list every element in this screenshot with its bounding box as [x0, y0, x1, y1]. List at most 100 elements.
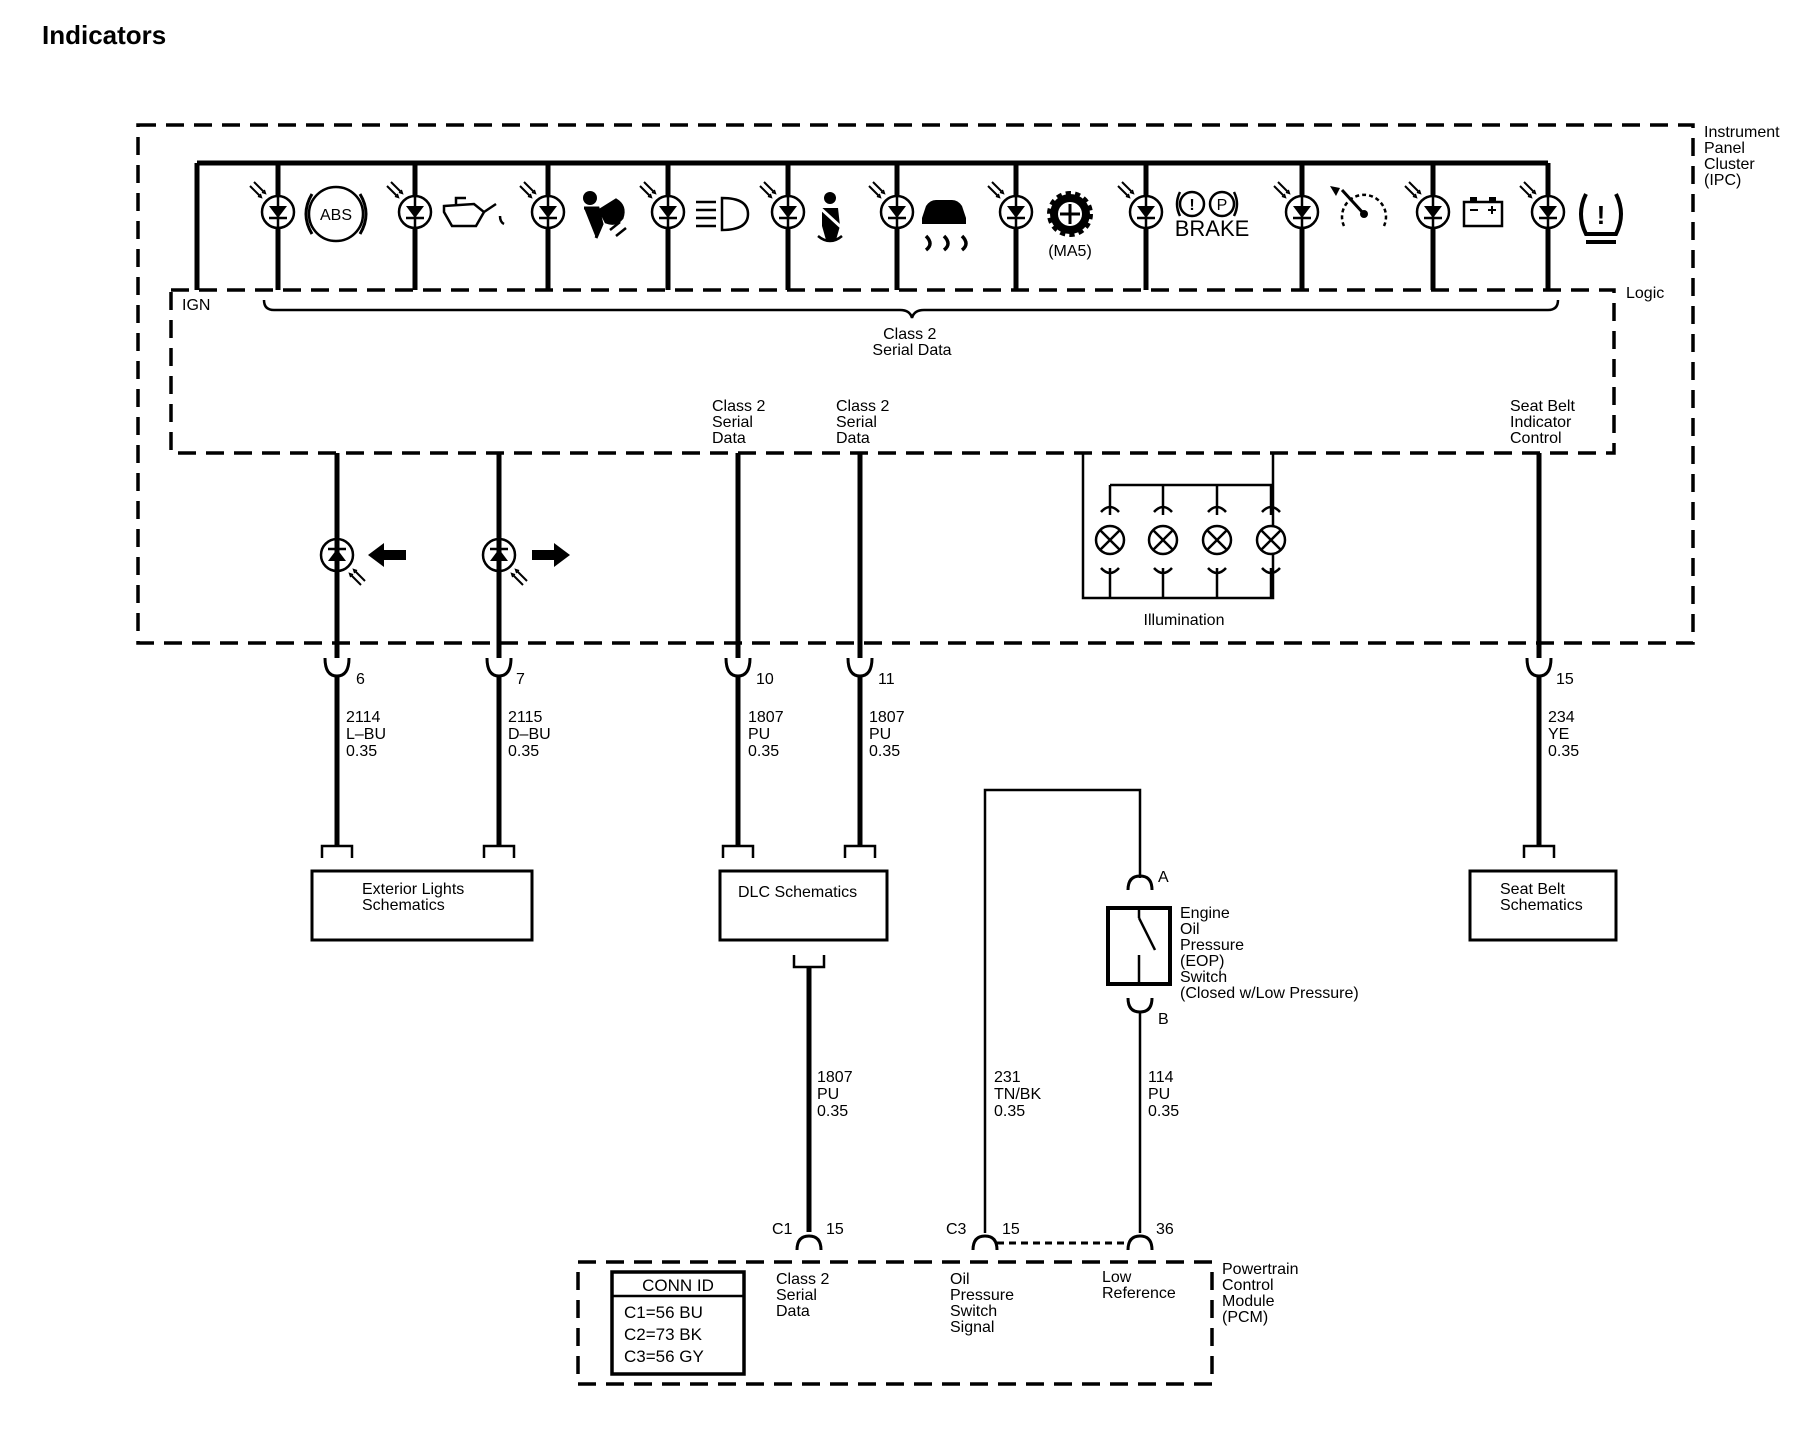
pcm-low-ref-line: Low [1102, 1269, 1132, 1286]
led-icon [248, 180, 296, 230]
seatbelt-control-line: Seat Belt [1510, 398, 1575, 415]
serial-out-b-line: Serial [836, 414, 877, 431]
bulb-icon [1147, 505, 1179, 575]
serial-out-a-line: Serial [712, 414, 753, 431]
connector-jack-icon [1126, 997, 1154, 1014]
eop-switch: A B Engine Oil Pressure (EOP) Switch (Cl… [1106, 869, 1359, 1028]
switch-contact [1137, 917, 1157, 951]
indicator-oil [385, 163, 505, 290]
pcm-serial-line: Class 2 [776, 1271, 829, 1288]
led-icon [986, 180, 1034, 230]
gear-icon: (MA5) [1047, 191, 1093, 260]
eop-label-line: Oil [1180, 921, 1200, 938]
turn-left-indicator [319, 537, 406, 587]
eop-label-line: Switch [1180, 969, 1227, 986]
dlc-label: DLC Schematics [738, 884, 857, 901]
circuit-number: 114 [1148, 1069, 1174, 1086]
circuit-label-pin-15: 15 234 YE 0.35 [1548, 671, 1579, 760]
circuit-number: 1807 [869, 709, 905, 726]
pcm-connector-c3: C3 15 [946, 1221, 1020, 1251]
oil-can-icon [442, 196, 505, 228]
terminal-icon [320, 844, 354, 858]
pcm-low-ref-label: Low Reference [1102, 1269, 1176, 1302]
airbag-icon [583, 191, 627, 239]
seat-belt-box: Seat Belt Schematics [1468, 869, 1618, 942]
indicator-seatbelt [758, 163, 844, 290]
indicator-headlamp [638, 163, 750, 290]
traction-control-icon [922, 200, 968, 252]
ipc-label: Instrument Panel Cluster (IPC) [1704, 124, 1784, 189]
circuit-size: 0.35 [748, 743, 779, 760]
circuit-size: 0.35 [508, 743, 539, 760]
conn-id: C3 [946, 1221, 967, 1238]
left-arrow-icon [368, 543, 406, 567]
led-icon [319, 537, 367, 587]
headlamp-icon [696, 196, 750, 232]
serial-bus-label: Class 2 Serial Data [872, 326, 951, 359]
led-icon [638, 180, 686, 230]
terminal-icon [482, 844, 516, 858]
circuit-size: 0.35 [994, 1103, 1025, 1120]
circuit-size: 0.35 [1148, 1103, 1179, 1120]
circuit-label-pin-10: 10 1807 PU 0.35 [748, 671, 784, 760]
led-icon [867, 180, 915, 230]
brake-icon: ! P BRAKE [1175, 190, 1249, 241]
eop-label-line: Engine [1180, 905, 1230, 922]
connector-jack-icon [485, 656, 513, 678]
circuit-number: 234 [1548, 709, 1575, 726]
circuit-color: L–BU [346, 726, 386, 743]
connector-jack-icon [846, 656, 874, 678]
led-icon [1272, 180, 1320, 230]
connector-jack-icon [724, 656, 752, 678]
lower-circuit-231: 231 TN/BK 0.35 [994, 1069, 1041, 1120]
ipc-label-line: Instrument [1704, 124, 1780, 141]
circuit-size: 0.35 [346, 743, 377, 760]
pin-number: 15 [1002, 1221, 1020, 1238]
bulb-icon [1255, 505, 1287, 575]
conn-id: C1 [772, 1221, 793, 1238]
circuit-color: D–BU [508, 726, 551, 743]
illumination-group: Illumination [1081, 453, 1287, 629]
dlc-box: DLC Schematics [718, 869, 889, 942]
brake-p: P [1217, 197, 1228, 214]
connector-jack-icon [1126, 874, 1154, 891]
seat-belt-line: Schematics [1500, 897, 1583, 914]
indicator-tire-pressure: ! [1518, 163, 1623, 290]
circuit-number: 2115 [508, 709, 543, 726]
indicator-brake: ! P BRAKE [1116, 163, 1249, 290]
conn-id-title: CONN ID [642, 1276, 714, 1295]
right-arrow-icon [532, 543, 570, 567]
serial-out-b-line: Class 2 [836, 398, 889, 415]
pcm-serial-line: Serial [776, 1287, 817, 1304]
connector-jack-icon [1525, 656, 1553, 678]
pcm-label-line: Powertrain [1222, 1261, 1298, 1278]
terminal-icon [792, 955, 826, 969]
indicator-abs: ABS [248, 163, 368, 290]
terminal-icon [843, 844, 877, 858]
serial-out-a-label: Class 2 Serial Data [712, 398, 770, 447]
connector-jack-icon [323, 656, 351, 678]
pcm-oil-line: Oil [950, 1271, 970, 1288]
exterior-lights-line: Exterior Lights [362, 881, 464, 898]
battery-icon [1462, 197, 1504, 228]
led-icon [518, 180, 566, 230]
pin-number: 15 [1556, 671, 1574, 688]
seatbelt-icon [816, 192, 844, 243]
pcm-serial-label: Class 2 Serial Data [776, 1271, 834, 1320]
circuit-color: PU [869, 726, 891, 743]
brake-exclaim: ! [1189, 197, 1194, 214]
serial-out-b-label: Class 2 Serial Data [836, 398, 894, 447]
pcm-label: Powertrain Control Module (PCM) [1222, 1261, 1298, 1326]
circuit-number: 1807 [817, 1069, 853, 1086]
eop-pin-a: A [1158, 869, 1169, 886]
pcm-oil-label: Oil Pressure Switch Signal [950, 1271, 1018, 1336]
pin-number: 7 [516, 671, 525, 688]
ipc-label-line: Cluster [1704, 156, 1755, 173]
circuit-color: PU [817, 1086, 839, 1103]
pcm-oil-line: Pressure [950, 1287, 1014, 1304]
led-icon [481, 537, 529, 587]
eop-label-line: (EOP) [1180, 953, 1224, 970]
eop-label: Engine Oil Pressure (EOP) Switch (Closed… [1180, 905, 1359, 1002]
led-icon [385, 180, 433, 230]
circuit-color: PU [748, 726, 770, 743]
